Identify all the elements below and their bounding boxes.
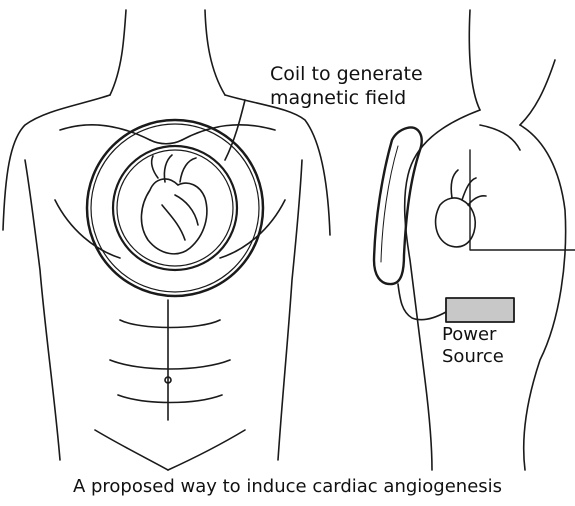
power-label-line2: Source (442, 346, 504, 368)
coil-label-line2: magnetic field (270, 86, 423, 110)
power-label-line1: Power (442, 324, 504, 346)
figure-caption: A proposed way to induce cardiac angioge… (0, 476, 575, 497)
coil-ring (87, 120, 263, 296)
power-cable (398, 284, 446, 320)
power-source-label: Power Source (442, 324, 504, 368)
coil-label: Coil to generate magnetic field (270, 62, 423, 110)
heart-side (436, 170, 486, 247)
side-coil (374, 127, 422, 284)
coil-label-line1: Coil to generate (270, 62, 423, 86)
side-torso (405, 10, 575, 470)
heart-front (141, 155, 206, 254)
power-source-box (446, 298, 514, 322)
